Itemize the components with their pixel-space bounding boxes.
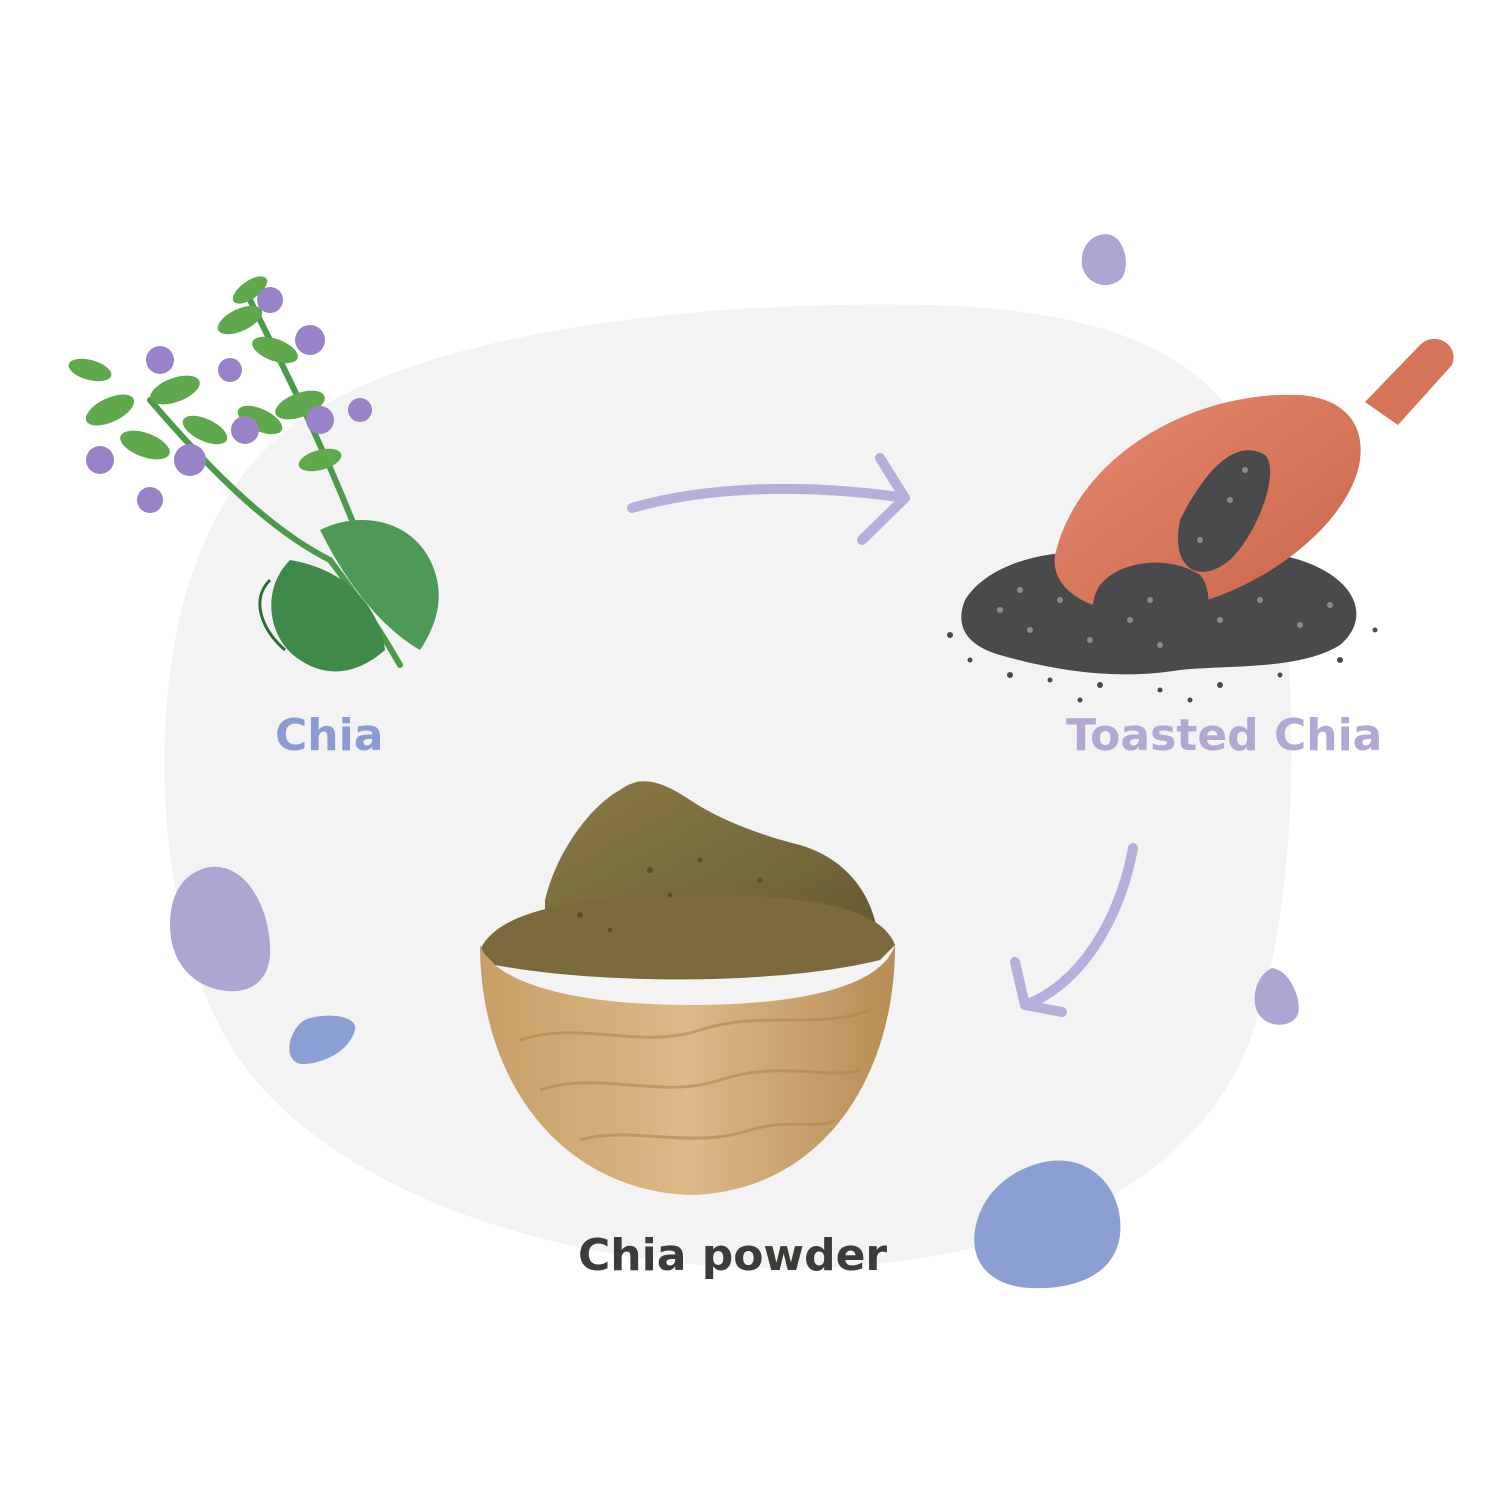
chia-plant-icon: [68, 276, 439, 672]
background-blob: [164, 304, 1292, 1269]
decor-dot-left-large: [170, 866, 271, 992]
step-label-toasted-chia: Toasted Chia: [1066, 710, 1383, 761]
wooden-bowl-powder-icon: [480, 781, 895, 1195]
decor-dot-bottom-right: [974, 1160, 1121, 1289]
arrow-icon: [1010, 843, 1138, 1017]
decor-dot-left-small: [289, 1015, 356, 1065]
decor-dot-top-right: [1081, 234, 1126, 286]
arrow-icon: [627, 453, 910, 545]
wooden-scoop-seeds-icon: [947, 338, 1454, 703]
decor-dot-right-small: [1254, 968, 1299, 1025]
step-label-chia-powder: Chia powder: [578, 1230, 888, 1281]
step-label-chia: Chia: [275, 710, 384, 761]
